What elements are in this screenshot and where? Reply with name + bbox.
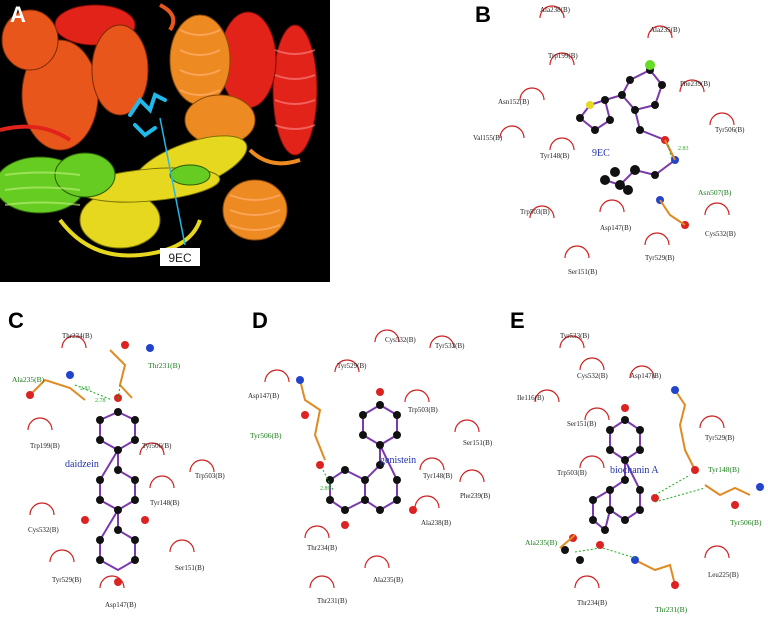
residue-label: Thr231(B) (317, 597, 348, 605)
residue-label: Asp147(B) (248, 392, 280, 400)
residue-label: Tyr148(B) (423, 472, 453, 480)
residue-label: Asp147(B) (630, 372, 662, 380)
hbond-distance-d: 2.89 (320, 486, 331, 492)
hbond-residue-label: Asn507(B) (698, 188, 732, 197)
residue-label: Ser151(B) (568, 268, 598, 276)
residue-label: Ser151(B) (463, 439, 493, 447)
residue-label: Tyr529(B) (52, 576, 82, 584)
residue-label: Leu225(B) (708, 571, 739, 579)
ligand-name-b: 9EC (592, 148, 610, 159)
residue-label: Tyr148(B) (540, 152, 570, 160)
hbond-residue-label: Tyr506(B) (250, 431, 282, 440)
residue-label: Thr234(B) (62, 332, 93, 340)
residue-label: Tyr506(B) (715, 126, 745, 134)
residue-label: Thr234(B) (577, 599, 608, 607)
residue-label: Tyr529(B) (337, 362, 367, 370)
ligand-name-e: biochanin A (610, 465, 659, 476)
residue-label: Trp199(B) (548, 52, 578, 60)
residue-label: Asp147(B) (600, 224, 632, 232)
hbond-distance-b: 2.83 (678, 146, 689, 152)
panel-letter-d: D (252, 308, 268, 333)
panel-letter-c: C (8, 308, 24, 333)
residue-label: Tyr148(B) (150, 499, 180, 507)
residue-label: Ala235(B) (650, 26, 681, 34)
residue-label: Cys532(B) (577, 372, 608, 380)
hbond-residue-label: Thr231(B) (148, 361, 181, 370)
residue-label: Ala238(B) (421, 519, 452, 527)
panel-a: 9EC (0, 0, 330, 282)
hbond-residue-label: Ala235(B) (525, 538, 558, 547)
panel-b-interaction-diagram: 2.83 9EC Ala238(B) Ala235(B) Trp199(B) P… (473, 5, 745, 276)
residue-label: Trp503(B) (195, 472, 225, 480)
panel-e-interaction-diagram: biochanin A Tyr533(B) Cys532(B) Asp147(B… (517, 332, 764, 614)
hbond-residue-label: Thr231(B) (655, 605, 688, 614)
panel-letter-b: B (475, 2, 491, 27)
residue-label: Val155(B) (473, 134, 503, 142)
residue-label: Trp199(B) (30, 442, 60, 450)
hbond-residue-label: Tyr506(B) (730, 518, 762, 527)
residue-label: Asn152(B) (498, 98, 530, 106)
panel-d-interaction-diagram: 2.89 genistein Cys532(B) Tyr533(B) Tyr52… (248, 329, 493, 605)
residue-label: Ala235(B) (373, 576, 404, 584)
residue-label: Ala238(B) (540, 6, 571, 14)
hbond-residue-label: Tyr148(B) (708, 465, 740, 474)
ligand-name-d: genistein (380, 455, 416, 466)
residue-label: Tyr529(B) (645, 254, 675, 262)
residue-label: Ser151(B) (567, 420, 597, 428)
residue-label: Phe239(B) (680, 80, 711, 88)
residue-label: Thr234(B) (307, 544, 338, 552)
residue-label: Cys532(B) (28, 526, 59, 534)
residue-label: Cys532(B) (385, 336, 416, 344)
residue-label: Asp147(B) (105, 601, 137, 609)
panel-c-interaction-diagram: 2.81 2.78 daidzein Thr234(B) Trp199(B) T… (12, 332, 225, 609)
residue-label: Tyr533(B) (560, 332, 590, 340)
hbond-distance-c: 2.78 (95, 398, 106, 404)
protein-structure-image: 9EC (0, 0, 330, 282)
hbond-residue-label: Ala235(B) (12, 375, 45, 384)
residue-label: Ile116(B) (517, 394, 545, 402)
panel-letter-e: E (510, 308, 525, 333)
ligand-name-c: daidzein (65, 459, 99, 470)
residue-label: Cys532(B) (705, 230, 736, 238)
panel-letter-a: A (10, 2, 26, 27)
residue-label: Tyr533(B) (435, 342, 465, 350)
hbond-distance-c: 2.81 (80, 386, 91, 392)
residue-label: Tyr529(B) (705, 434, 735, 442)
residue-label: Trp503(B) (520, 208, 550, 216)
residue-label: Trp503(B) (408, 406, 438, 414)
residue-label: Trp503(B) (557, 469, 587, 477)
residue-label: Ser151(B) (175, 564, 205, 572)
hydrophobic-arcs (499, 5, 735, 259)
residue-label: Tyr506(B) (142, 442, 172, 450)
ligand-label-9ec-a: 9EC (168, 251, 192, 265)
residue-label: Phe239(B) (460, 492, 491, 500)
